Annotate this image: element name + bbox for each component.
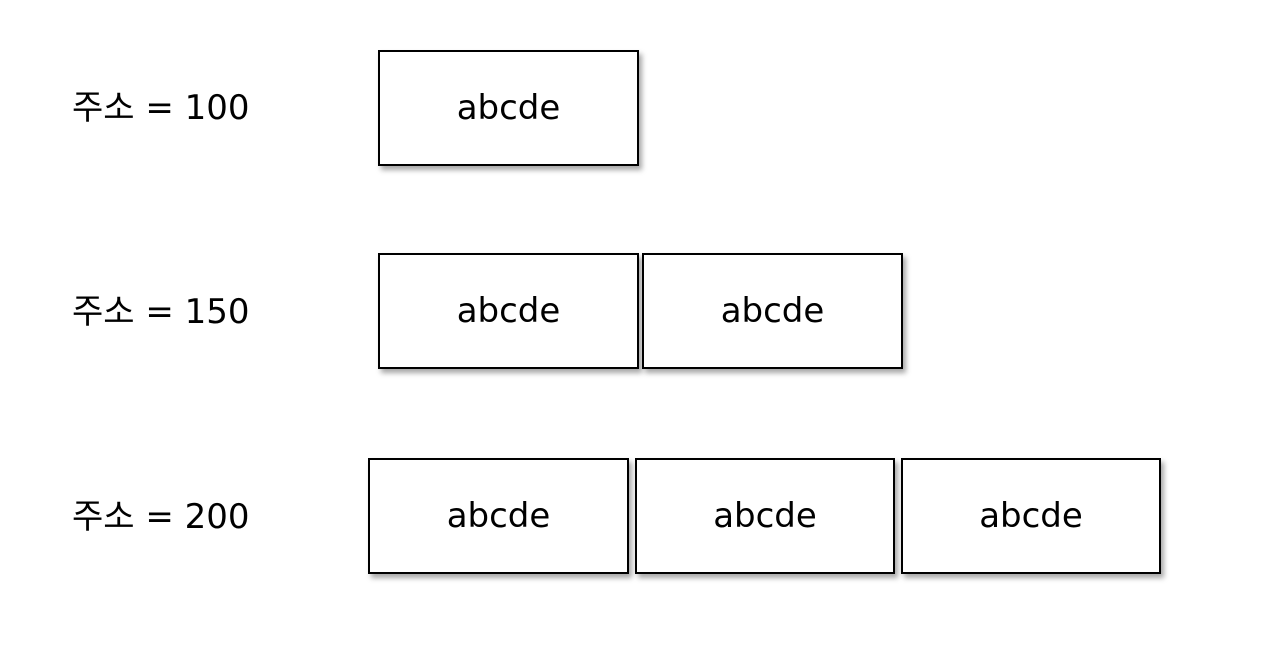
memory-cell: abcde	[378, 253, 639, 369]
cell-value: abcde	[456, 88, 561, 128]
cell-value: abcde	[713, 496, 817, 536]
memory-cell: abcde	[378, 50, 639, 166]
memory-cell: abcde	[642, 253, 903, 369]
cell-value: abcde	[979, 496, 1083, 536]
address-label-100: 주소 = 100	[72, 88, 250, 128]
memory-cell: abcde	[635, 458, 895, 574]
cell-value: abcde	[456, 291, 561, 331]
address-label-150: 주소 = 150	[72, 292, 250, 332]
cell-value: abcde	[720, 291, 825, 331]
cell-value: abcde	[446, 496, 551, 536]
address-label-200: 주소 = 200	[72, 497, 250, 537]
memory-cell: abcde	[901, 458, 1161, 574]
memory-cell: abcde	[368, 458, 629, 574]
